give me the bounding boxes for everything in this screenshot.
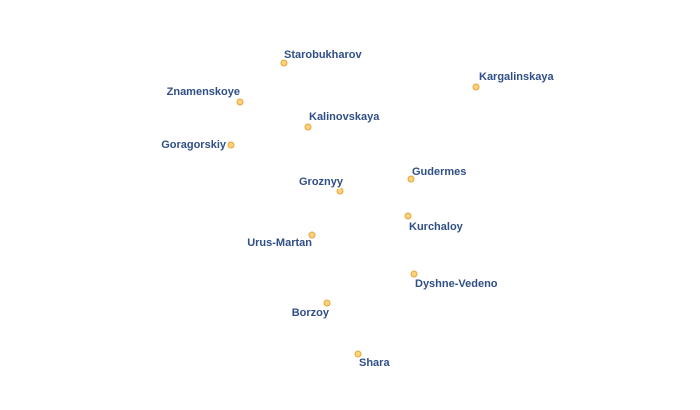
city-kargalinskaya[interactable]: Kargalinskaya <box>472 70 556 91</box>
city-znamenskoye[interactable]: Znamenskoye <box>165 85 244 106</box>
city-goragorskiy[interactable]: Goragorskiy <box>160 138 235 153</box>
city-marker-icon[interactable] <box>323 299 331 307</box>
city-marker-icon[interactable] <box>472 83 480 91</box>
city-label: Kalinovskaya <box>309 111 380 123</box>
city-label: Gudermes <box>412 166 466 178</box>
city-marker-icon[interactable] <box>407 175 415 183</box>
city-kalinovskaya[interactable]: Kalinovskaya <box>304 110 382 131</box>
city-dyshne-vedeno[interactable]: Dyshne-Vedeno <box>410 270 499 292</box>
city-marker-icon[interactable] <box>410 270 418 278</box>
city-label: Dyshne-Vedeno <box>415 278 498 290</box>
city-label: Urus-Martan <box>247 237 312 249</box>
city-urus-martan[interactable]: Urus-Martan <box>246 231 316 251</box>
city-starobukharov[interactable]: Starobukharov <box>280 48 364 67</box>
city-marker-icon[interactable] <box>227 141 235 149</box>
city-marker-icon[interactable] <box>336 187 344 195</box>
city-label: Starobukharov <box>284 49 363 61</box>
city-label: Znamenskoye <box>167 86 240 98</box>
city-marker-icon[interactable] <box>280 59 288 67</box>
city-label: Borzoy <box>292 307 330 319</box>
city-marker-icon[interactable] <box>404 212 412 220</box>
city-marker-icon[interactable] <box>308 231 316 239</box>
city-groznyy[interactable]: Groznyy <box>297 175 345 195</box>
city-label: Kargalinskaya <box>479 71 554 83</box>
city-label: Groznyy <box>299 176 344 188</box>
city-label: Goragorskiy <box>161 139 227 151</box>
city-borzoy[interactable]: Borzoy <box>290 299 331 321</box>
city-label: Kurchaloy <box>409 221 464 233</box>
city-kurchaloy[interactable]: Kurchaloy <box>404 212 465 235</box>
city-layer: StarobukharovKargalinskayaZnamenskoyeKal… <box>160 48 556 371</box>
city-shara[interactable]: Shara <box>354 350 392 371</box>
city-label: Shara <box>359 357 390 369</box>
city-marker-icon[interactable] <box>354 350 362 358</box>
city-marker-icon[interactable] <box>304 123 312 131</box>
city-marker-icon[interactable] <box>236 98 244 106</box>
city-gudermes[interactable]: Gudermes <box>407 165 468 183</box>
